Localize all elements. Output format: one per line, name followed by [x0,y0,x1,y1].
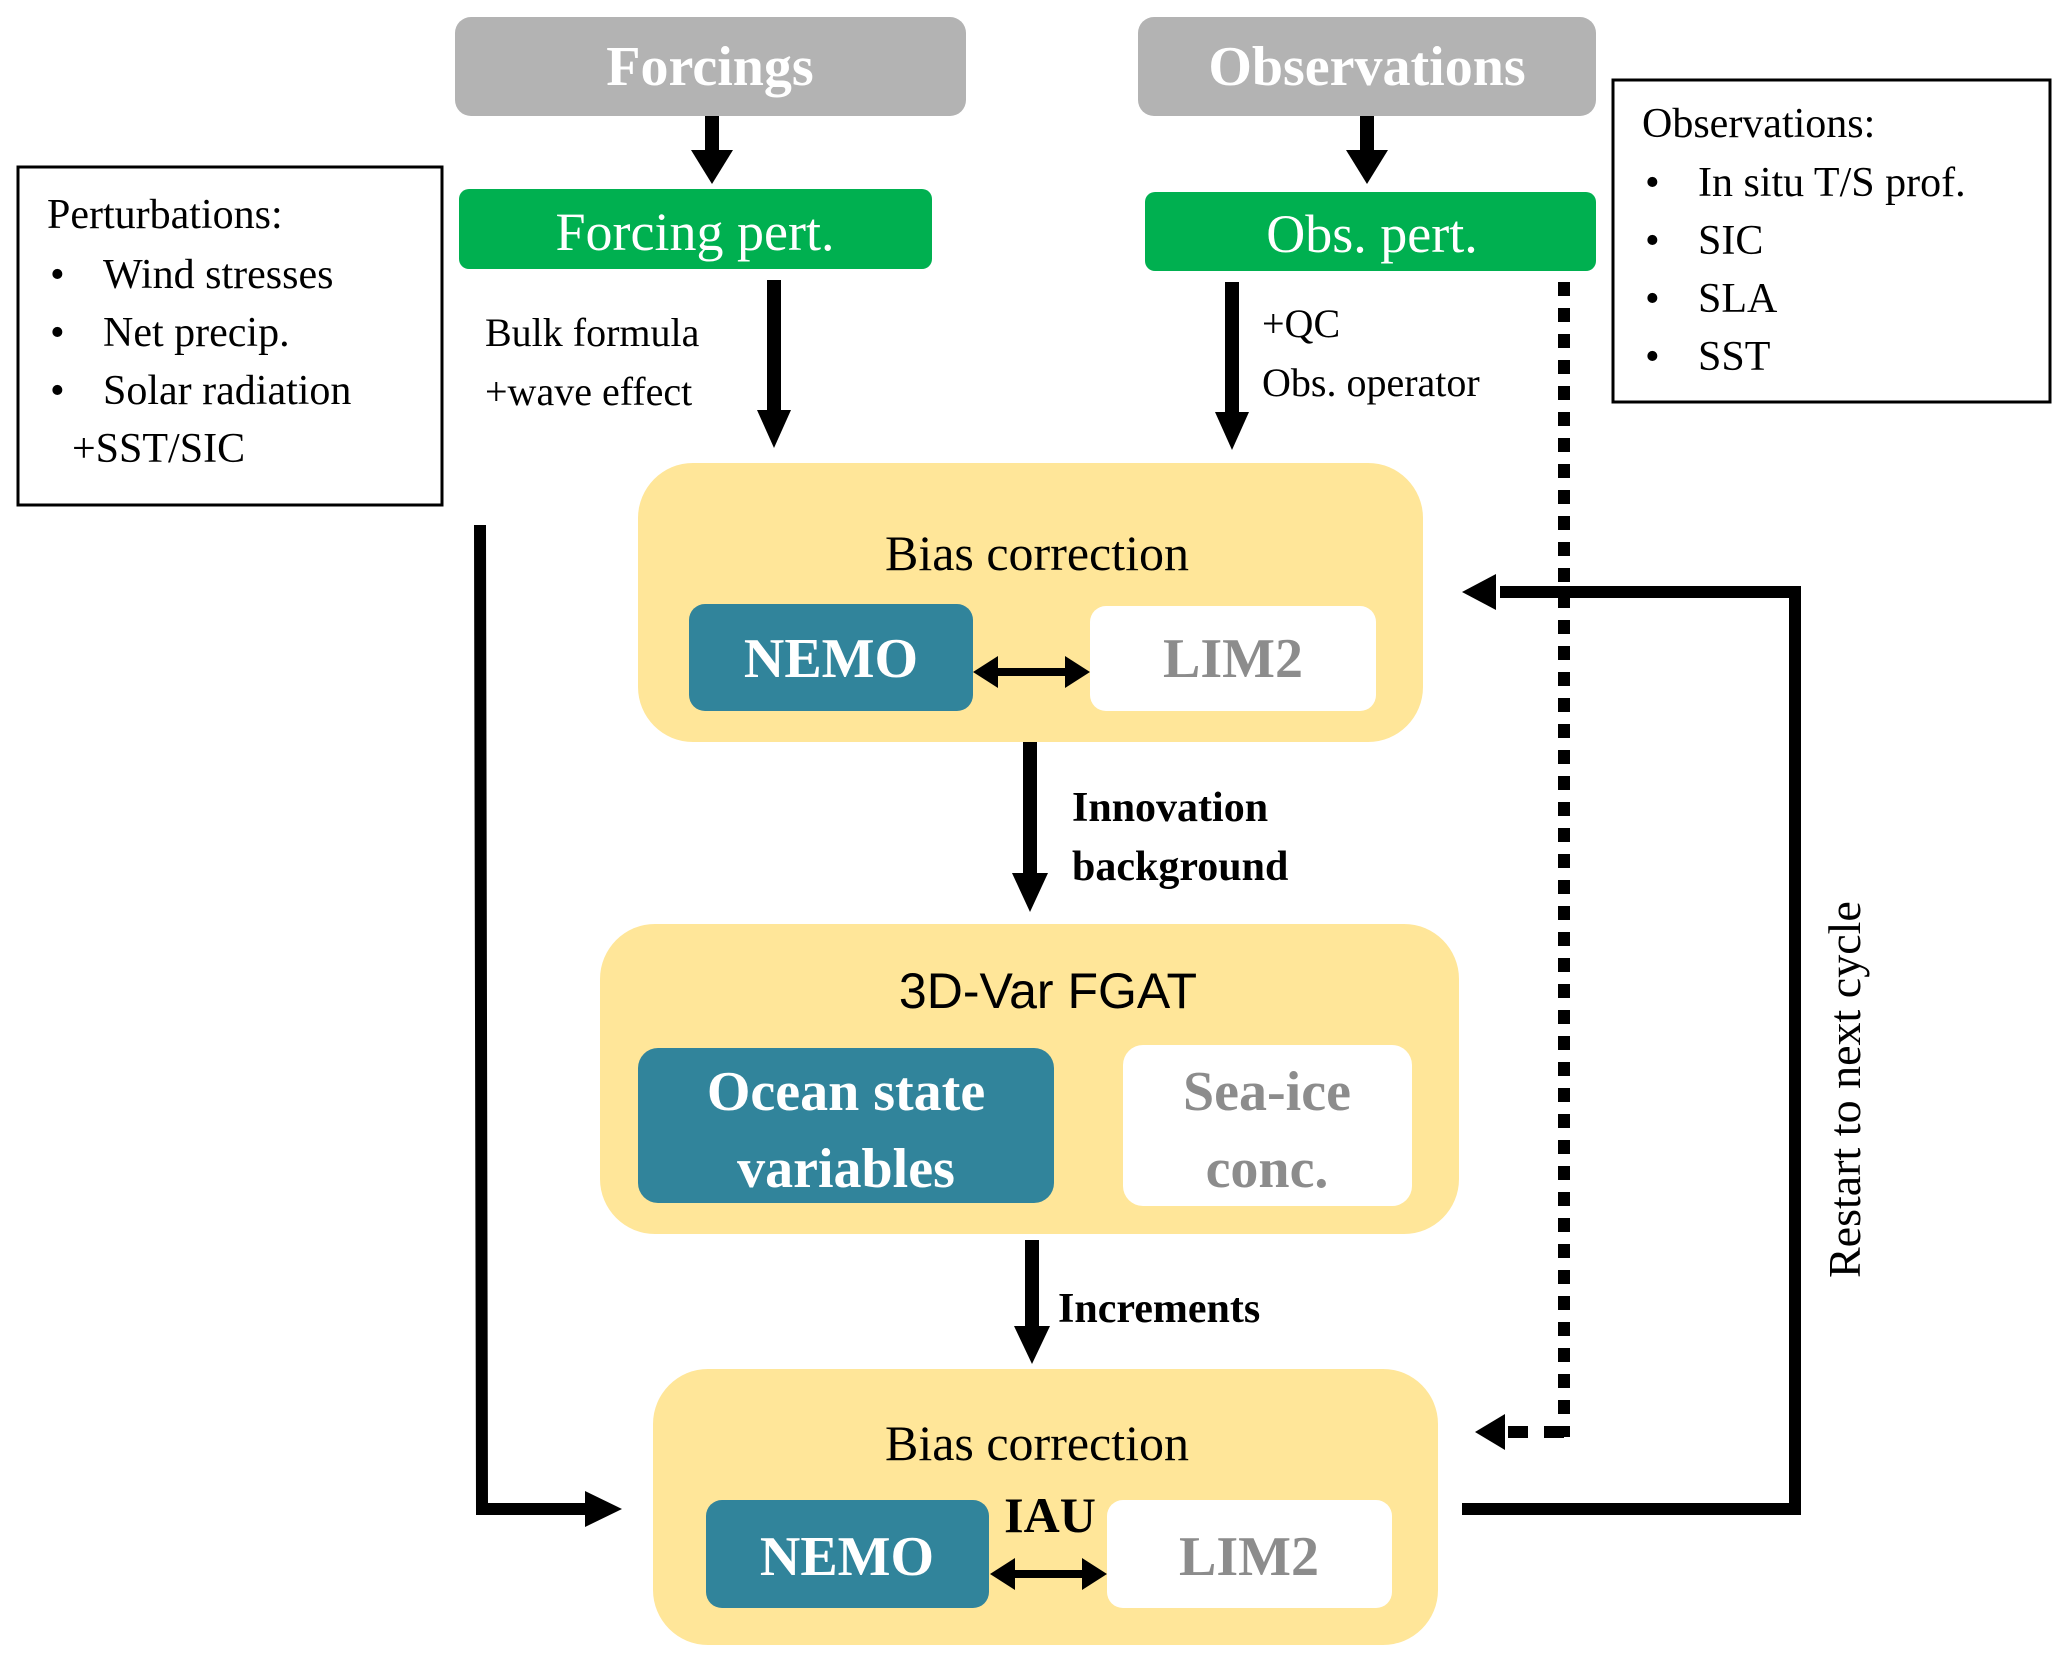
arrowhead-icon [1082,1558,1107,1590]
forcing-pert-node: Forcing pert. [459,189,932,269]
stage2-title: 3D-Var FGAT [899,963,1197,1019]
forcing-edge-label-line2: +wave effect [485,369,692,414]
stage3-coupling-arrow [990,1558,1107,1590]
innovation-label-line2: background [1072,844,1288,890]
arrowhead-icon [990,1558,1015,1590]
obs-edge-label-line2: Obs. operator [1262,360,1480,405]
stage1-ice-box [1090,606,1376,711]
observations-legend-item: In situ T/S prof. [1698,160,1966,206]
forcings-label: Forcings [606,36,813,98]
arrow-stage1-to-stage2: Innovation background [1012,742,1288,912]
stage1-coupling-arrow [973,656,1090,688]
arrow-forcing-pert-to-stage1: Bulk formula +wave effect [485,280,791,448]
stage3-ice-box [1107,1500,1392,1608]
observations-legend: Observations: • In situ T/S prof. • SIC … [1611,78,2052,404]
stage1-ice-label: LIM2 [1163,628,1303,690]
obs-edge-label-line1: +QC [1262,301,1340,346]
bullet-icon: • [1645,218,1660,264]
arrow-perturbations-to-stage3 [474,524,622,1527]
bullet-icon: • [1645,334,1660,380]
forcing-edge-label-line1: Bulk formula [485,310,700,355]
bullet-icon: • [50,310,65,356]
forcing-pert-box [459,189,932,269]
stage2-ocean-label-line1: Ocean state [707,1061,985,1123]
observations-legend-title: Observations: [1642,101,1875,147]
arrow-stage2-to-stage3: Increments [1014,1240,1260,1364]
arrowhead-icon [1012,873,1048,912]
arrowhead-icon [585,1491,622,1527]
stage3-ocean-label: NEMO [760,1526,934,1588]
forcings-box [455,17,966,116]
stage2-ice-box [1123,1045,1412,1206]
stage2-ocean-label-line2: variables [737,1138,955,1200]
bullet-icon: • [50,368,65,414]
stage3-bias-correction-iau: Bias correction NEMO LIM2 IAU [653,1369,1438,1645]
dotted-obs-to-stage3 [1475,282,1570,1450]
observations-label: Observations [1208,36,1525,98]
arrowhead-icon [1346,150,1388,184]
obs-pert-label: Obs. pert. [1266,204,1477,264]
perturbations-legend-box [16,165,444,507]
arrowhead-icon [1065,656,1090,688]
observations-legend-item: SST [1698,334,1770,380]
stage2-ice-label-line2: conc. [1206,1138,1329,1200]
stage3-ocean-box [706,1500,989,1608]
bullet-icon: • [1645,160,1660,206]
perturbations-legend-item: Wind stresses [103,252,333,298]
stage3-method-label: IAU [1004,1487,1096,1543]
stage3-title: Bias correction [885,1415,1189,1471]
stage1-title: Bias correction [885,525,1189,581]
obs-pert-node: Obs. pert. [1145,192,1596,271]
restart-loop: Restart to next cycle [1462,574,1870,1515]
perturbations-legend-extra: +SST/SIC [72,426,245,472]
restart-label: Restart to next cycle [1819,901,1870,1278]
perturbations-legend-item: Solar radiation [103,368,351,414]
stage2-3dvar: 3D-Var FGAT Ocean state variables Sea-ic… [600,924,1459,1234]
arrowhead-icon [1215,412,1249,450]
arrowhead-icon [1014,1326,1050,1364]
observations-node: Observations [1138,17,1596,116]
stage2-ice-label-line1: Sea-ice [1183,1061,1351,1123]
stage1-bias-correction: Bias correction NEMO LIM2 [638,463,1423,742]
perturbations-legend: Perturbations: • Wind stresses • Net pre… [16,165,444,507]
observations-legend-item: SLA [1698,276,1778,322]
stage2-ocean-box [638,1048,1054,1203]
arrowhead-icon [757,410,791,448]
arrowhead-icon [973,656,998,688]
arrowhead-icon [1475,1414,1505,1450]
arrow-forcings-to-pert [691,116,733,184]
forcings-node: Forcings [455,17,966,116]
stage3-ice-label: LIM2 [1179,1526,1319,1588]
stage1-ocean-box [689,604,973,711]
obs-pert-box [1145,192,1596,271]
observations-box [1138,17,1596,116]
arrow-obs-pert-to-stage1: +QC Obs. operator [1215,282,1480,450]
increments-label: Increments [1058,1286,1260,1332]
perturbations-legend-item: Net precip. [103,310,290,356]
innovation-label-line1: Innovation [1072,785,1268,831]
arrowhead-icon [1462,574,1496,610]
arrow-observations-to-pert [1346,116,1388,184]
bullet-icon: • [50,252,65,298]
stage1-ocean-label: NEMO [744,628,918,690]
forcing-pert-label: Forcing pert. [556,202,835,262]
perturbations-legend-title: Perturbations: [47,192,283,238]
observations-legend-item: SIC [1698,218,1763,264]
arrowhead-icon [691,150,733,184]
observations-legend-box [1611,78,2052,404]
bullet-icon: • [1645,276,1660,322]
